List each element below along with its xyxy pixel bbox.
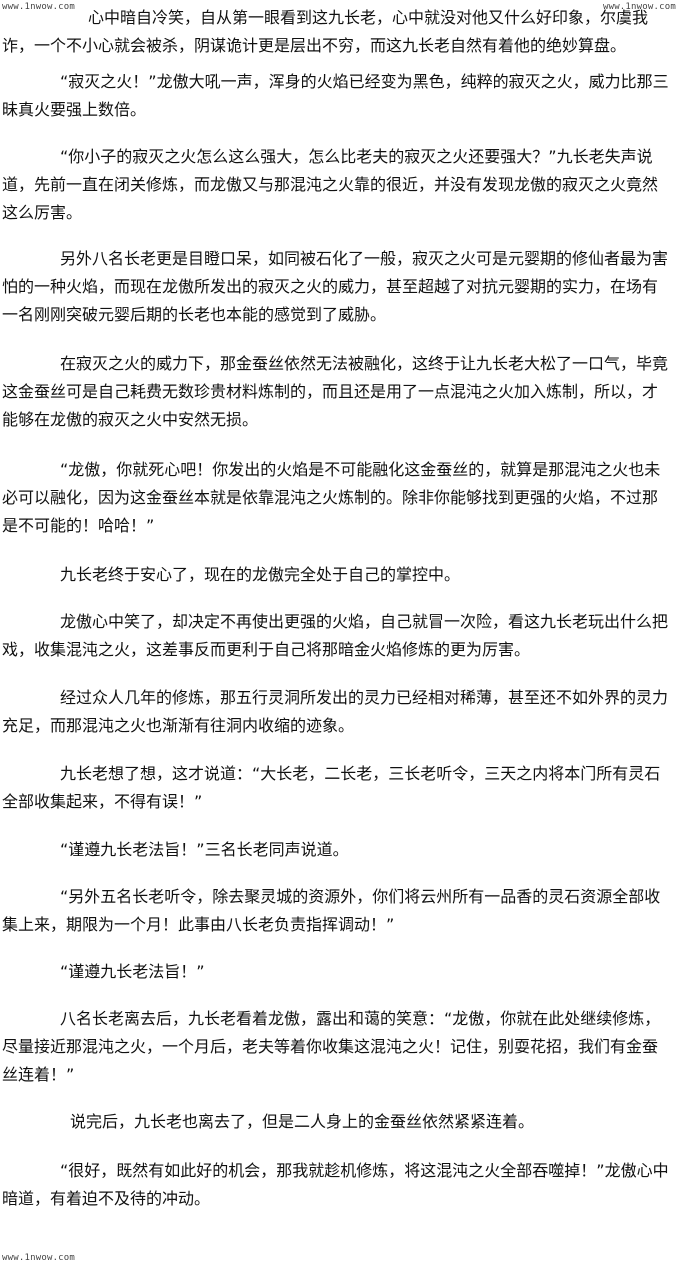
paragraph-8: 龙傲心中笑了，却决定不再使出更强的火焰，自己就冒一次险，看这九长老玩出什么把戏，… <box>2 612 669 659</box>
watermark-top-left: www.1nwow.com <box>2 2 76 12</box>
paragraph-1: 心中暗自冷笑，自从第一眼看到这九长老，心中就没对他又什么好印象，尔虞我诈，一个不… <box>2 8 649 55</box>
paragraph-4: 另外八名长老更是目瞪口呆，如同被石化了一般，寂灭之火可是元婴期的修仙者最为害怕的… <box>2 249 669 324</box>
paragraph-16: “很好，既然有如此好的机会，那我就趁机修炼，将这混沌之火全部吞噬掉！”龙傲心中暗… <box>2 1161 669 1208</box>
paragraph-15: 说完后，九长老也离去了，但是二人身上的金蚕丝依然紧紧连着。 <box>70 1112 535 1131</box>
watermark-top-right: www.1nwow.com <box>602 2 676 12</box>
paragraph-12: “另外五名长老听令，除去聚灵城的资源外，你们将云州所有一品香的灵石资源全部收集上… <box>2 887 661 934</box>
paragraph-14: 八名长老离去后，九长老看着龙傲，露出和蔼的笑意：“龙傲，你就在此处继续修炼，尽量… <box>2 1009 661 1084</box>
watermark-bottom-left: www.1nwow.com <box>2 1253 76 1263</box>
paragraph-3: “你小子的寂灭之火怎么这么强大，怎么比老夫的寂灭之火还要强大？”九长老失声说道，… <box>2 147 659 222</box>
paragraph-13: “谨遵九长老法旨！” <box>60 962 205 981</box>
paragraph-6: “龙傲，你就死心吧！你发出的火焰是不可能融化这金蚕丝的，就算是那混沌之火也未必可… <box>2 460 661 535</box>
paragraph-11: “谨遵九长老法旨！”三名长老同声说道。 <box>60 840 349 859</box>
paragraph-5: 在寂灭之火的威力下，那金蚕丝依然无法被融化，这终于让九长老大松了一口气，毕竟这金… <box>2 354 669 429</box>
paragraph-9: 经过众人几年的修炼，那五行灵洞所发出的灵力已经相对稀薄，甚至还不如外界的灵力充足… <box>2 688 669 735</box>
paragraph-2: “寂灭之火！”龙傲大吼一声，浑身的火焰已经变为黑色，纯粹的寂灭之火，威力比那三昧… <box>2 72 669 119</box>
paragraph-10: 九长老想了想，这才说道：“大长老，二长老，三长老听令，三天之内将本门所有灵石全部… <box>2 764 661 811</box>
paragraph-7: 九长老终于安心了，现在的龙傲完全处于自己的掌控中。 <box>60 565 461 584</box>
